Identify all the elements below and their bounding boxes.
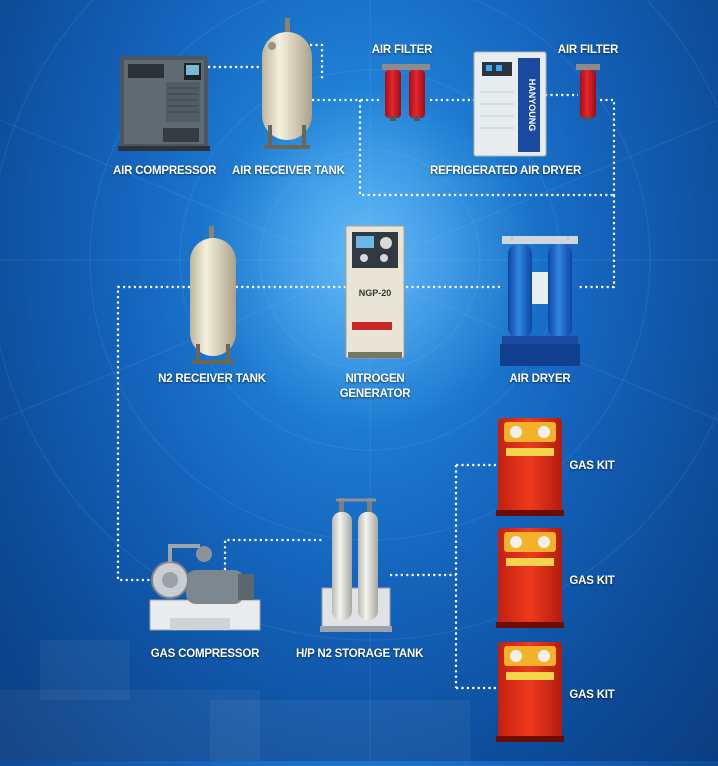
connector-filter-right [600, 98, 616, 195]
label-air-compressor: AIR COMPRESSOR [113, 165, 217, 177]
label-gas-kit-3: GAS KIT [569, 689, 615, 701]
label-nitrogen-generator-line1: NITROGEN [345, 373, 405, 385]
connector-receiver-top [310, 43, 324, 80]
nitrogen-generator-illustration: NGP-20 [345, 225, 405, 359]
refrigerated-air-dryer-illustration: HANYOUNG [473, 51, 547, 157]
label-air-receiver-tank: AIR RECEIVER TANK [232, 165, 345, 177]
connector-n2-tank-down [116, 285, 190, 582]
gas-compressor-illustration [149, 544, 261, 631]
gas-kit-1-illustration [496, 418, 564, 516]
label-gas-kit-2: GAS KIT [569, 575, 615, 587]
label-air-dryer: AIR DRYER [509, 373, 571, 385]
gas-kit-2-illustration [496, 528, 564, 628]
connector-gascomp-to-storage [223, 538, 322, 570]
label-gas-kit-1: GAS KIT [569, 460, 615, 472]
label-gas-compressor: GAS COMPRESSOR [150, 648, 260, 660]
label-nitrogen-generator-line2: GENERATOR [339, 388, 411, 400]
label-air-filter-1: AIR FILTER [371, 44, 433, 56]
label-hp-n2-storage-tank: H/P N2 STORAGE TANK [296, 648, 424, 660]
hp-n2-storage-tank-illustration [320, 498, 392, 632]
generator-model-text: NGP-20 [359, 288, 392, 298]
label-air-filter-2: AIR FILTER [557, 44, 619, 56]
air-filter-1-illustration [382, 64, 430, 121]
connector-lines [116, 43, 616, 690]
label-refrigerated-air-dryer: REFRIGERATED AIR DRYER [430, 165, 582, 177]
air-dryer-illustration [500, 236, 580, 366]
label-nitrogen-generator: NITROGEN GENERATOR [330, 372, 420, 402]
air-compressor-illustration [118, 56, 210, 151]
connector-to-air-dryer [578, 195, 616, 289]
n2-receiver-tank-illustration [190, 226, 236, 364]
air-filter-2-illustration [576, 64, 600, 121]
gas-kit-3-illustration [496, 642, 564, 742]
air-receiver-tank-illustration [262, 18, 312, 149]
label-n2-receiver-tank: N2 RECEIVER TANK [158, 373, 266, 385]
dryer-brand-text: HANYOUNG [527, 79, 537, 132]
